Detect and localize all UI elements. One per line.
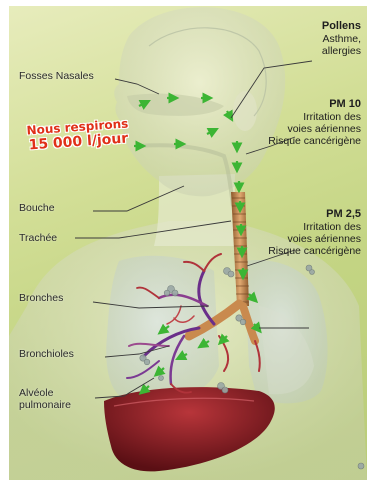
particle-title: PM 2,5 xyxy=(268,208,361,221)
particle-block-pm25: PM 2,5 Irritation des voies aériennes Ri… xyxy=(268,208,361,257)
particle-line: allergies xyxy=(322,45,361,57)
label-alveole-line1: Alvéole xyxy=(19,387,53,399)
label-bronches: Bronches xyxy=(19,292,63,304)
illustration-frame: Fosses Nasales Nous respirons 15 000 l/j… xyxy=(9,6,367,480)
particle-line: Irritation des xyxy=(268,221,361,233)
particle-line: voies aériennes xyxy=(268,233,361,245)
particle-block-pm10: PM 10 Irritation des voies aériennes Ris… xyxy=(268,98,361,147)
particle-line: Asthme, xyxy=(322,33,361,45)
particle-title: Pollens xyxy=(322,20,361,33)
label-bouche: Bouche xyxy=(19,202,55,214)
label-alveole-line2: pulmonaire xyxy=(19,399,71,411)
label-trachee: Trachée xyxy=(19,232,57,244)
particle-block-pollens: Pollens Asthme, allergies xyxy=(322,20,361,57)
particle-title: PM 10 xyxy=(268,98,361,111)
label-fosses-nasales: Fosses Nasales xyxy=(19,70,94,82)
particle-line: Irritation des xyxy=(268,111,361,123)
particle-line: Risque cancérigène xyxy=(268,135,361,147)
particle-line: voies aériennes xyxy=(268,123,361,135)
label-bronchioles: Bronchioles xyxy=(19,348,74,360)
particle-line: Risque cancérigène xyxy=(268,245,361,257)
label-alveole: Alvéole pulmonaire xyxy=(19,387,71,411)
